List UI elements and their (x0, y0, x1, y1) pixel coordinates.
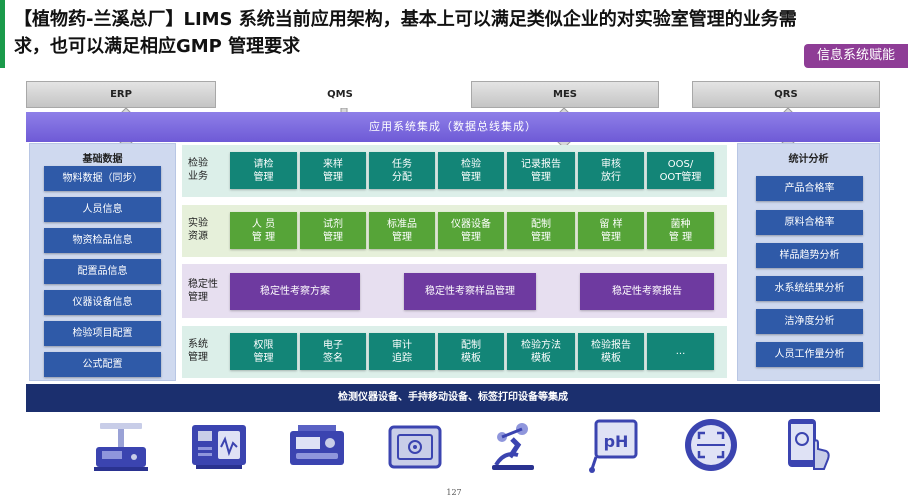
row-label: 稳定性 管理 (188, 279, 218, 303)
page-title: 【植物药-兰溪总厂】LIMS 系统当前应用架构，基本上可以满足类似企业的对实验室… (14, 9, 797, 57)
module-cell: 试剂 管理 (300, 212, 366, 249)
module-cell: 检验 管理 (438, 152, 504, 189)
device-integration-bar: 检测仪器设备、手持移动设备、标签打印设备等集成 (26, 384, 880, 412)
integration-bus-bar: 应用系统集成（数据总线集成） (26, 112, 880, 142)
module-cell: 稳定性考察方案 (230, 273, 360, 310)
basic-data-item: 人员信息 (44, 197, 161, 222)
section-badge: 信息系统赋能 (804, 44, 908, 68)
basic-data-item: 公式配置 (44, 352, 161, 377)
module-cell: 电子 签名 (300, 333, 366, 370)
module-cell: 权限 管理 (230, 333, 297, 370)
microscope-icon (482, 415, 544, 475)
lab-resources-row: 实验 资源 人 员 管 理 试剂 管理 标准品 管理 仪器设备 管理 配制 管理… (182, 205, 727, 257)
basic-data-item: 检验项目配置 (44, 321, 161, 346)
system-qms: QMS (327, 89, 353, 100)
basic-data-item: 仪器设备信息 (44, 290, 161, 315)
module-cell: 留 样 管理 (578, 212, 644, 249)
statistics-item: 样品趋势分析 (756, 243, 863, 268)
system-erp: ERP (26, 81, 216, 108)
statistics-panel: 统计分析 产品合格率 原料合格率 样品趋势分析 水系统结果分析 洁净度分析 人员… (737, 143, 880, 381)
system-management-row: 系统 管理 权限 管理 电子 签名 审计 追踪 配制 模板 检验方法 模板 检验… (182, 326, 727, 378)
module-cell: 检验报告 模板 (578, 333, 644, 370)
row-label: 检验 业务 (188, 158, 208, 182)
statistics-item: 洁净度分析 (756, 309, 863, 334)
module-cell: 标准品 管理 (369, 212, 435, 249)
module-cell: 记录报告 管理 (507, 152, 575, 189)
basic-data-item: 物料数据（同步） (44, 166, 161, 191)
statistics-item: 人员工作量分析 (756, 342, 863, 367)
mobile-touch-icon (778, 415, 840, 475)
ph-meter-icon: pH (582, 415, 644, 475)
module-cell: 仪器设备 管理 (438, 212, 504, 249)
module-cell: OOS/ OOT管理 (647, 152, 714, 189)
module-cell: 任务 分配 (369, 152, 435, 189)
statistics-item: 原料合格率 (756, 210, 863, 235)
module-cell: 菌种 管 理 (647, 212, 714, 249)
balance-icon (90, 415, 152, 475)
module-cell: 审计 追踪 (369, 333, 435, 370)
module-cell: 检验方法 模板 (507, 333, 575, 370)
statistics-item: 产品合格率 (756, 176, 863, 201)
svg-text:pH: pH (604, 432, 629, 451)
module-cell: 稳定性考察报告 (580, 273, 714, 310)
safe-icon (384, 415, 446, 475)
statistics-item: 水系统结果分析 (756, 276, 863, 301)
basic-data-item: 物资检品信息 (44, 228, 161, 253)
analyzer-icon (286, 415, 348, 475)
inspection-business-row: 检验 业务 请检 管理 来样 管理 任务 分配 检验 管理 记录报告 管理 审核… (182, 145, 727, 197)
module-cell: 人 员 管 理 (230, 212, 297, 249)
basic-data-item: 配置品信息 (44, 259, 161, 284)
instrument-icon (188, 415, 250, 475)
module-cell: 配制 模板 (438, 333, 504, 370)
module-cell: ... (647, 333, 714, 370)
module-cell: 审核 放行 (578, 152, 644, 189)
module-cell: 稳定性考察样品管理 (404, 273, 536, 310)
stability-management-row: 稳定性 管理 稳定性考察方案 稳定性考察样品管理 稳定性考察报告 (182, 264, 727, 318)
scanner-icon (680, 415, 742, 475)
statistics-title: 统计分析 (788, 154, 829, 165)
module-cell: 请检 管理 (230, 152, 297, 189)
system-mes: MES (471, 81, 659, 108)
title-accent-bar (0, 0, 5, 68)
system-qrs: QRS (692, 81, 880, 108)
row-label: 实验 资源 (188, 218, 208, 242)
basic-data-panel: 基础数据 物料数据（同步） 人员信息 物资检品信息 配置品信息 仪器设备信息 检… (29, 143, 176, 381)
module-cell: 配制 管理 (507, 212, 575, 249)
row-label: 系统 管理 (188, 339, 208, 363)
page-number: 127 (446, 488, 462, 497)
module-cell: 来样 管理 (300, 152, 366, 189)
basic-data-title: 基础数据 (82, 154, 123, 165)
